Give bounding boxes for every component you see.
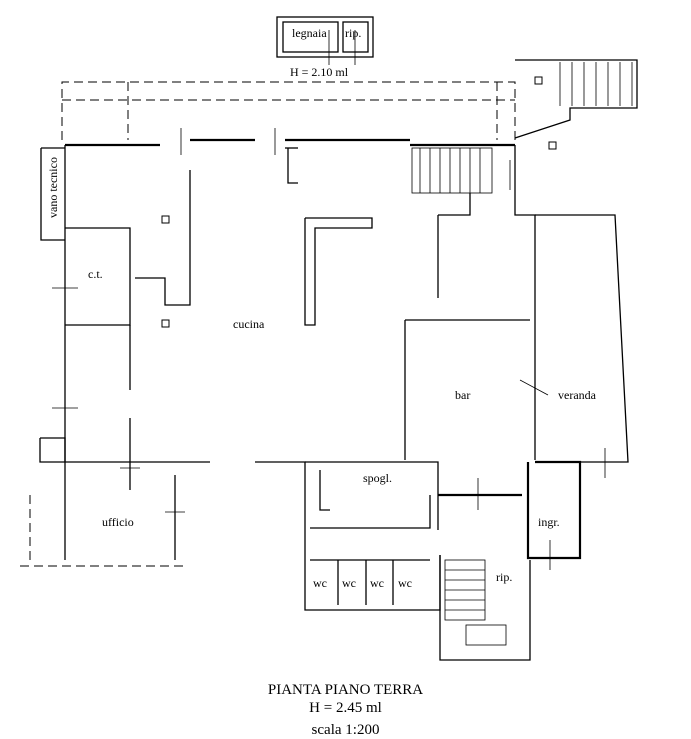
stairs bbox=[411, 62, 633, 646]
room-label-spogl: spogl. bbox=[363, 471, 392, 485]
section-markers bbox=[52, 128, 606, 570]
room-label-wc: wc bbox=[370, 576, 384, 590]
plan-title: PIANTA PIANO TERRA bbox=[267, 682, 424, 698]
room-label-ingr: ingr. bbox=[538, 515, 560, 529]
room-label-veranda: veranda bbox=[558, 388, 597, 402]
room-label-ufficio: ufficio bbox=[102, 515, 134, 529]
room-label-wc: wc bbox=[342, 576, 356, 590]
room-label-rip-annex: rip. bbox=[345, 26, 361, 40]
room-label-cucina: cucina bbox=[233, 317, 265, 331]
dashed-outlines bbox=[20, 81, 516, 567]
room-label-legnaia: legnaia bbox=[292, 26, 327, 40]
room-label-wc: wc bbox=[313, 576, 327, 590]
plan-scale: scala 1:200 bbox=[311, 722, 380, 738]
plan-height: H = 2.45 ml bbox=[309, 700, 382, 716]
room-label-rip: rip. bbox=[496, 570, 512, 584]
annex-building bbox=[276, 16, 374, 65]
room-label-vano-tecnico: vano tecnico bbox=[46, 157, 60, 218]
room-label-ct: c.t. bbox=[88, 267, 103, 281]
room-label-bar: bar bbox=[455, 388, 470, 402]
room-label-wc: wc bbox=[398, 576, 412, 590]
walls bbox=[39, 59, 638, 661]
columns bbox=[161, 76, 557, 328]
annex-height-label: H = 2.10 ml bbox=[290, 65, 349, 79]
